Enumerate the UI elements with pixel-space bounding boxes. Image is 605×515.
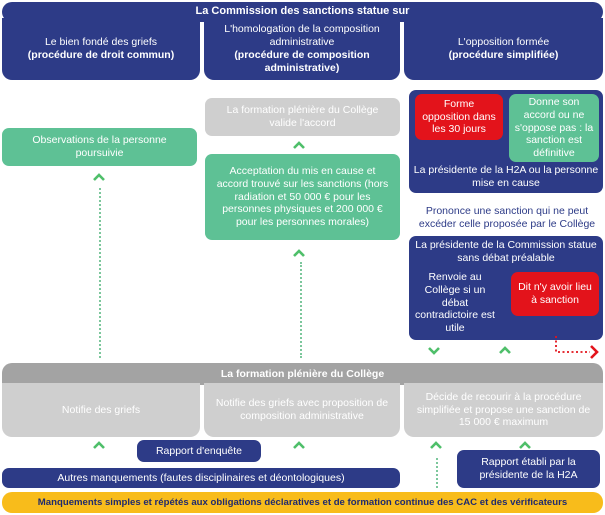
dotted-connector-left xyxy=(99,188,101,358)
chevron-up-icon xyxy=(293,441,305,449)
decide-box: Décide de recourir à la procédure simpli… xyxy=(404,383,603,437)
chevron-up-icon xyxy=(430,441,442,449)
manquements-bar: Manquements simples et répétés aux oblig… xyxy=(2,492,603,513)
president-commission-text: La présidente de la Commission statue sa… xyxy=(415,239,597,264)
commission-title: La Commission des sanctions statue sur xyxy=(2,2,603,22)
col3-line1: L'opposition formée xyxy=(457,36,550,49)
col1-line2: (procédure de droit commun) xyxy=(27,49,175,61)
chevron-up-icon xyxy=(93,441,105,449)
dotted-connector-bottom xyxy=(436,458,438,488)
chevron-up-icon xyxy=(93,173,105,181)
commission-title-text: La Commission des sanctions statue sur xyxy=(195,5,410,18)
accord-text: Donne son accord ou ne s'oppose pas : la… xyxy=(514,96,594,160)
no-link-box: Dit n'y avoir lieu à sanction xyxy=(511,272,599,316)
no-link-text: Dit n'y avoir lieu à sanction xyxy=(518,281,592,306)
chevron-down-icon xyxy=(428,347,440,355)
president-h2a-text: La présidente de la H2A ou la personne m… xyxy=(413,164,599,189)
rapport-etabli-text: Rapport établi par la présidente de la H… xyxy=(479,456,578,481)
notifie-composition-text: Notifie des griefs avec proposition de c… xyxy=(215,397,389,422)
rapport-enquete-text: Rapport d'enquête xyxy=(155,444,243,457)
col2-line1: L'homologation de la composition adminis… xyxy=(224,23,380,49)
opposition-text: Forme opposition dans les 30 jours xyxy=(422,97,496,136)
col3-line2: (procédure simplifiée) xyxy=(448,49,559,61)
notifie-text: Notifie des griefs xyxy=(61,403,141,416)
dotted-connector-middle xyxy=(300,262,302,358)
college-title: La formation plénière du Collège xyxy=(2,363,603,385)
commission-col-3: L'opposition formée (procédure simplifié… xyxy=(404,18,603,80)
autres-manquements-box: Autres manquements (fautes disciplinaire… xyxy=(2,468,400,488)
col1-line1: Le bien fondé des griefs xyxy=(44,36,158,49)
renvoie-caption: Renvoie au Collège si un débat contradic… xyxy=(411,270,499,336)
autres-manquements-text: Autres manquements (fautes disciplinaire… xyxy=(57,471,345,484)
formation-valide-text: La formation plénière du Collège valide … xyxy=(226,104,379,129)
notifie-composition-box: Notifie des griefs avec proposition de c… xyxy=(204,383,400,437)
rapport-etabli-box: Rapport établi par la présidente de la H… xyxy=(457,450,600,488)
commission-col-2: L'homologation de la composition adminis… xyxy=(204,18,400,80)
president-commission-caption: La présidente de la Commission statue sa… xyxy=(411,238,601,266)
red-dotted-arrow xyxy=(555,336,599,359)
renvoie-text: Renvoie au Collège si un débat contradic… xyxy=(415,271,495,335)
chevron-up-icon xyxy=(499,346,511,354)
decide-text: Décide de recourir à la procédure simpli… xyxy=(416,390,591,429)
president-h2a-caption: La présidente de la H2A ou la personne m… xyxy=(409,164,603,190)
col2-line2: (procédure de composition administrative… xyxy=(234,49,370,74)
notifie-box: Notifie des griefs xyxy=(2,383,200,437)
observations-text: Observations de la personne poursuivie xyxy=(32,134,167,159)
opposition-box: Forme opposition dans les 30 jours xyxy=(415,94,503,140)
chevron-up-icon xyxy=(519,441,531,449)
chevron-up-icon xyxy=(293,249,305,257)
rapport-enquete-box: Rapport d'enquête xyxy=(137,440,261,462)
prononce-text: Prononce une sanction qui ne peut excéde… xyxy=(418,205,596,230)
prononce-caption: Prononce une sanction qui ne peut excéde… xyxy=(409,205,605,231)
formation-valide-box: La formation plénière du Collège valide … xyxy=(205,98,400,136)
acceptation-box: Acceptation du mis en cause et accord tr… xyxy=(205,154,400,240)
commission-col-1: Le bien fondé des griefs (procédure de d… xyxy=(2,18,200,80)
accord-box: Donne son accord ou ne s'oppose pas : la… xyxy=(509,94,599,162)
acceptation-text: Acceptation du mis en cause et accord tr… xyxy=(216,165,389,229)
college-title-text: La formation plénière du Collège xyxy=(220,367,385,380)
chevron-up-icon xyxy=(293,141,305,149)
observations-box: Observations de la personne poursuivie xyxy=(2,128,197,166)
manquements-text: Manquements simples et répétés aux oblig… xyxy=(37,496,568,508)
